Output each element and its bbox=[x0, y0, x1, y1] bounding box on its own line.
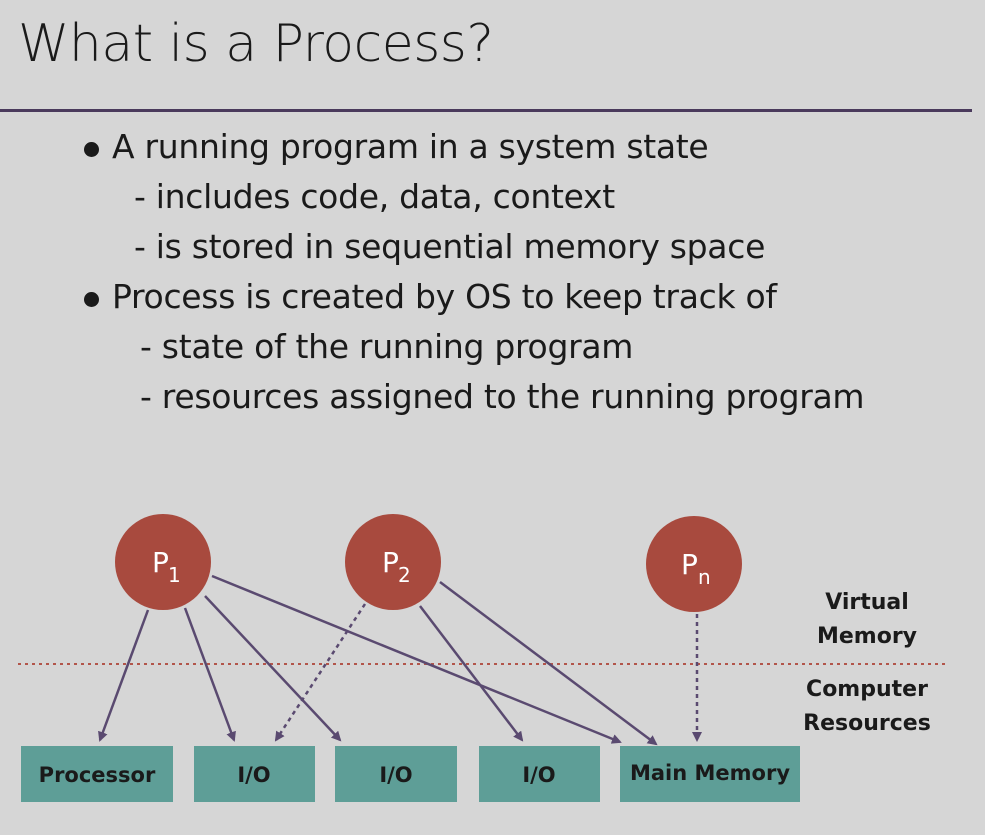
resource-io-1-label: I/O bbox=[237, 763, 270, 787]
arrow-p1-main-memory bbox=[211, 574, 622, 744]
virtual-memory-label-2: Memory bbox=[817, 624, 917, 649]
slide-title: What is a Process? bbox=[18, 14, 494, 74]
arrow-p2-main-memory bbox=[439, 581, 658, 746]
bullet-1-text: A running program in a system state bbox=[112, 127, 709, 166]
bullet-1-sub-2: - is stored in sequential memory space bbox=[134, 227, 766, 266]
resource-main-memory: Main Memory bbox=[620, 746, 800, 802]
arrow-p1-io2 bbox=[204, 595, 342, 742]
bullet-2-text: Process is created by OS to keep track o… bbox=[112, 277, 777, 316]
bullet-2-sub-1: - state of the running program bbox=[140, 327, 634, 366]
process-p2-base: P bbox=[382, 546, 399, 579]
computer-resources-label-1: Computer bbox=[806, 677, 928, 702]
title-divider bbox=[0, 109, 972, 112]
arrow-p2-io3 bbox=[419, 605, 524, 742]
bullet-2-sub-2: - resources assigned to the running prog… bbox=[140, 377, 865, 416]
process-pn-base: P bbox=[681, 548, 698, 581]
arrows bbox=[98, 574, 702, 746]
arrow-p1-io1 bbox=[183, 607, 236, 742]
arrow-p2-io1 bbox=[274, 603, 367, 742]
resource-io-2-label: I/O bbox=[379, 763, 412, 787]
virtual-memory-label-1: Virtual bbox=[825, 590, 909, 615]
resource-processor: Processor bbox=[21, 746, 173, 802]
bullet-dot-1 bbox=[84, 142, 99, 157]
bullet-1-sub-1: - includes code, data, context bbox=[134, 177, 615, 216]
process-p1-base: P bbox=[152, 546, 169, 579]
process-pn: P n bbox=[646, 516, 742, 612]
resource-processor-label: Processor bbox=[39, 763, 156, 787]
process-p1: P 1 bbox=[115, 514, 211, 610]
computer-resources-label-2: Resources bbox=[803, 711, 931, 736]
process-p2-sub: 2 bbox=[398, 563, 411, 587]
resource-main-memory-label: Main Memory bbox=[630, 761, 790, 785]
bullet-dot-2 bbox=[84, 292, 99, 307]
resource-io-3-label: I/O bbox=[522, 763, 555, 787]
resource-io-1: I/O bbox=[194, 746, 315, 802]
process-pn-sub: n bbox=[698, 565, 711, 589]
resource-io-3: I/O bbox=[479, 746, 600, 802]
process-p2: P 2 bbox=[345, 514, 441, 610]
arrow-p1-processor bbox=[98, 609, 150, 742]
process-p1-sub: 1 bbox=[168, 563, 181, 587]
resource-io-2: I/O bbox=[335, 746, 457, 802]
